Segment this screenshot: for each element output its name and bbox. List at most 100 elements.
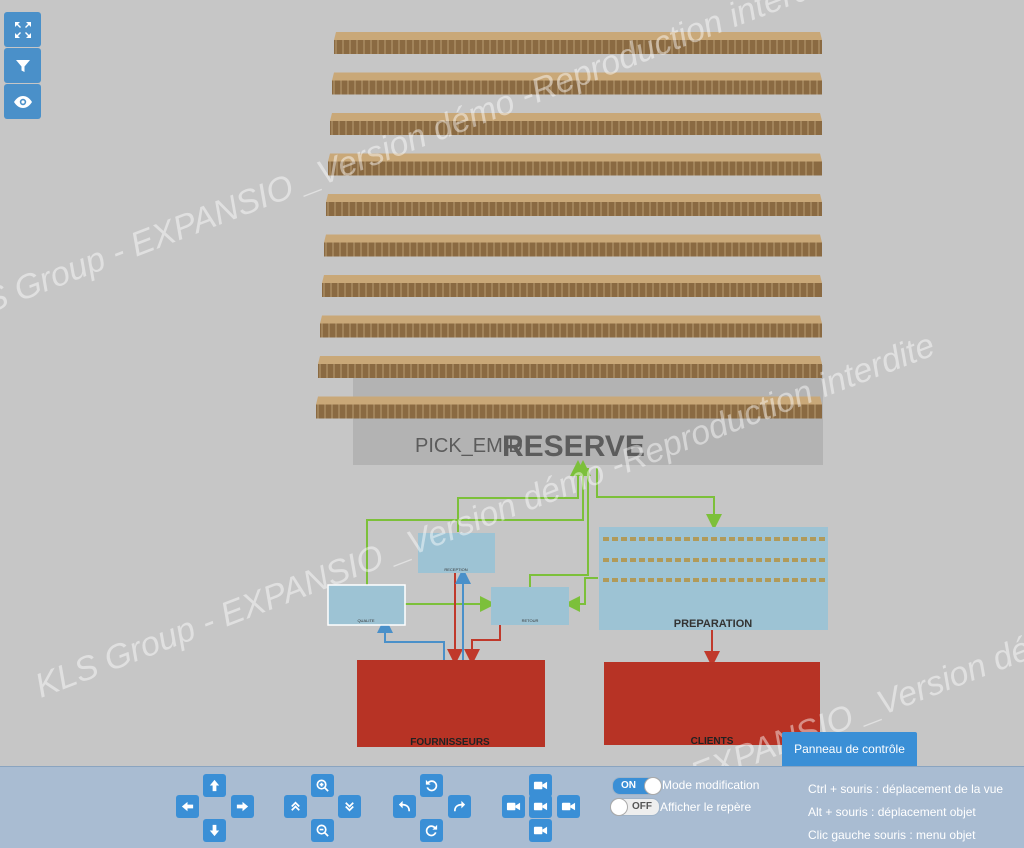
toggle-state-off: OFF — [632, 801, 652, 812]
prep-rack-slot — [729, 558, 735, 562]
prep-rack-slot — [621, 537, 627, 541]
rack-row-top — [326, 194, 822, 202]
prep-rack-slot — [756, 578, 762, 582]
prep-rack-slot — [648, 578, 654, 582]
prep-rack-slot — [639, 558, 645, 562]
toggle-knob — [644, 777, 662, 795]
rack-rows — [316, 32, 822, 419]
prep-rack-slot — [684, 537, 690, 541]
prep-rack-slot — [675, 558, 681, 562]
prep-rack-slot — [819, 537, 825, 541]
3d-viewport[interactable]: PICK_EMID RESERVE RECEPTION QUALITE RETO… — [0, 0, 1024, 766]
double-chevron-down-icon — [345, 802, 354, 812]
tilt-up-button[interactable] — [284, 795, 307, 818]
prep-rack-slot — [729, 537, 735, 541]
prep-rack-slot — [783, 578, 789, 582]
video-camera-icon — [533, 802, 548, 811]
preparation-racks — [603, 537, 825, 582]
prep-rack-slot — [639, 578, 645, 582]
camera-bottom-button[interactable] — [529, 819, 552, 842]
control-panel-tab[interactable]: Panneau de contrôle — [782, 732, 917, 766]
undo-button[interactable] — [393, 795, 416, 818]
prep-rack-slot — [702, 558, 708, 562]
double-chevron-up-icon — [291, 801, 300, 811]
camera-left-button[interactable] — [502, 795, 525, 818]
video-camera-icon — [533, 826, 548, 835]
prep-rack-slot — [702, 578, 708, 582]
undo-icon — [398, 800, 411, 812]
arrow-left-icon — [181, 801, 194, 812]
prep-rack-slot — [792, 578, 798, 582]
zoom-out-button[interactable] — [311, 819, 334, 842]
rack-row-top — [322, 275, 822, 283]
reception-label: RECEPTION — [444, 567, 467, 572]
prep-rack-slot — [729, 578, 735, 582]
rotate-cw-button[interactable] — [420, 819, 443, 842]
clients-label: CLIENTS — [691, 736, 734, 747]
reserve-zone-label: RESERVE — [502, 430, 645, 463]
prep-rack-slot — [621, 558, 627, 562]
prep-rack-slot — [792, 537, 798, 541]
prep-rack-slot — [720, 537, 726, 541]
prep-rack-slot — [657, 537, 663, 541]
retour-box — [491, 587, 569, 625]
retour-label: RETOUR — [522, 618, 539, 623]
filter-button[interactable] — [4, 48, 41, 83]
flow-reception-to-reserve — [457, 460, 586, 532]
prep-rack-slot — [684, 578, 690, 582]
rack-row-top — [320, 315, 822, 324]
prep-rack-slot — [648, 558, 654, 562]
tilt-down-button[interactable] — [338, 795, 361, 818]
afficher-repere-label: Afficher le repère — [660, 800, 752, 814]
camera-top-button[interactable] — [529, 774, 552, 797]
pan-up-button[interactable] — [203, 774, 226, 797]
prep-rack-slot — [801, 578, 807, 582]
prep-rack-slot — [810, 558, 816, 562]
rotate-ccw-button[interactable] — [420, 774, 443, 797]
prep-rack-slot — [783, 537, 789, 541]
prep-rack-slot — [612, 558, 618, 562]
prep-rack-slot — [792, 558, 798, 562]
prep-rack-slot — [747, 578, 753, 582]
fullscreen-button[interactable] — [4, 12, 41, 47]
flow-retour-to-fournisseurs — [464, 625, 501, 665]
rack-row-top — [324, 234, 822, 243]
pan-right-button[interactable] — [231, 795, 254, 818]
view-button[interactable] — [4, 84, 41, 119]
camera-right-button[interactable] — [557, 795, 580, 818]
camera-center-button[interactable] — [529, 795, 552, 818]
warehouse-scene: PICK_EMID RESERVE RECEPTION QUALITE RETO… — [316, 32, 828, 748]
pick-zone-label: PICK_EMID — [415, 435, 523, 457]
redo-button[interactable] — [448, 795, 471, 818]
mode-modification-toggle[interactable]: ON — [612, 777, 662, 795]
prep-rack-slot — [675, 578, 681, 582]
video-camera-icon — [561, 802, 576, 811]
rack-row-top — [334, 32, 822, 40]
clients-box — [604, 662, 820, 745]
prep-rack-slot — [801, 537, 807, 541]
pan-left-button[interactable] — [176, 795, 199, 818]
toggle-knob — [610, 798, 628, 816]
side-toolbar — [4, 12, 41, 119]
flow-retour-to-reserve — [529, 468, 589, 590]
rack-row-top — [318, 356, 822, 364]
prep-rack-slot — [738, 537, 744, 541]
prep-rack-slot — [666, 537, 672, 541]
reception-box — [418, 533, 495, 573]
prep-rack-slot — [801, 558, 807, 562]
preparation-label: PREPARATION — [674, 618, 752, 630]
prep-rack-slot — [693, 537, 699, 541]
hint-ctrl: Ctrl + souris : déplacement de la vue — [808, 782, 1004, 796]
rotate-cw-icon — [425, 824, 438, 837]
prep-rack-slot — [603, 537, 609, 541]
prep-rack-slot — [666, 578, 672, 582]
zoom-in-button[interactable] — [311, 774, 334, 797]
hint-alt: Alt + souris : déplacement objet — [808, 805, 976, 819]
afficher-repere-toggle[interactable]: OFF — [610, 798, 660, 816]
prep-rack-slot — [765, 558, 771, 562]
rack-row-face — [330, 121, 822, 135]
prep-rack-slot — [675, 537, 681, 541]
pan-down-button[interactable] — [203, 819, 226, 842]
prep-rack-slot — [774, 558, 780, 562]
prep-rack-slot — [666, 558, 672, 562]
